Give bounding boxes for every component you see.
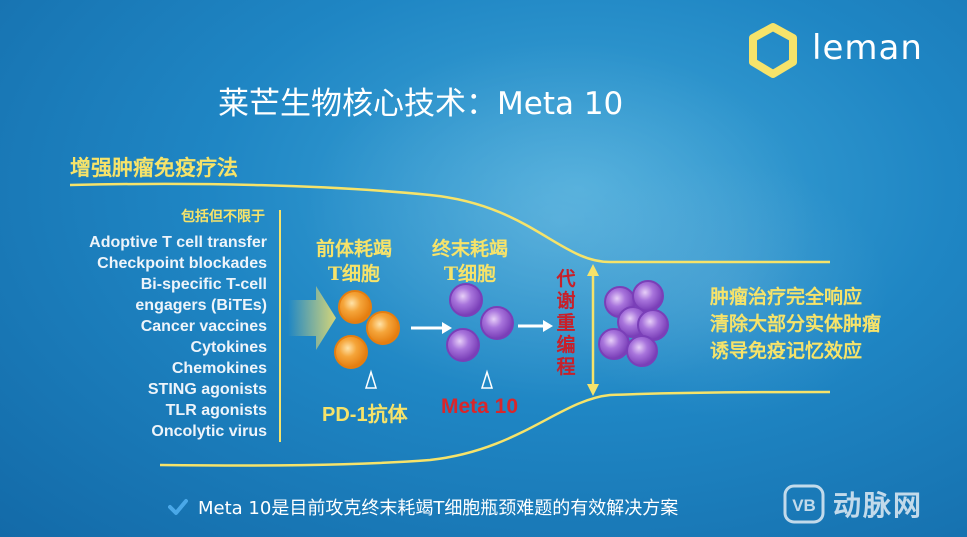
precursor-cell [334, 335, 368, 369]
leman-logo-icon [749, 23, 797, 78]
watermark-badge-text: VB [792, 496, 816, 515]
therapy-item: Chemokines [171, 360, 267, 377]
therapy-item: TLR agonists [165, 402, 267, 419]
meta10-label: Meta 10 [441, 395, 519, 418]
funnel-bottom-curve [159, 390, 831, 467]
arrow-right-icon [518, 320, 553, 332]
terminal-cells [446, 283, 514, 362]
expanded-cell-cluster [598, 280, 669, 367]
brand-name: leman [812, 28, 923, 68]
therapy-item: Adoptive T cell transfer [89, 234, 267, 251]
watermark-badge-icon: VB [783, 484, 825, 524]
therapy-list-heading: 包括但不限于 [181, 209, 265, 225]
therapy-item: Oncolytic virus [151, 423, 267, 440]
therapy-item: Cytokines [190, 339, 267, 356]
meta-pointer-icon [480, 369, 494, 389]
terminal-label-line1: 终末耗竭 [431, 238, 508, 260]
terminal-label: 终末耗竭 T细胞 [421, 237, 519, 287]
therapy-item: Cancer vaccines [140, 318, 267, 335]
arrow-right-icon [411, 322, 452, 334]
pd1-antibody-label: PD-1抗体 [322, 404, 408, 426]
section-title: 增强肿瘤免疫疗法 [70, 155, 238, 180]
precursor-cell [366, 311, 400, 345]
terminal-cell [446, 328, 480, 362]
therapy-list: 包括但不限于 Adoptive T cell transfer Checkpoi… [60, 206, 267, 442]
terminal-cell [449, 283, 483, 317]
precursor-cell [338, 290, 372, 324]
watermark-text: 动脉网 [833, 489, 924, 522]
slide-title: 莱芒生物核心技术：Meta 10 [218, 86, 624, 122]
therapy-item: engagers (BiTEs) [135, 297, 267, 314]
terminal-label-line2: T细胞 [443, 263, 497, 285]
precursor-label-line2: T细胞 [327, 263, 381, 285]
watermark: VB 动脉网 [783, 484, 923, 524]
cluster-cell [598, 328, 630, 360]
bottom-statement: Meta 10是目前攻克终末耗竭T细胞瓶颈难题的有效解决方案 [168, 492, 678, 522]
therapy-item: STING agonists [147, 381, 267, 398]
therapy-item: Checkpoint blockades [97, 255, 267, 272]
pd1-pointer-icon [364, 369, 378, 389]
outcome-list: 肿瘤治疗完全响应 清除大部分实体肿瘤 诱导免疫记忆效应 [710, 284, 881, 365]
precursor-label-line1: 前体耗竭 [315, 238, 392, 260]
therapy-item: Bi-specific T-cell [140, 276, 267, 293]
checkmark-icon [168, 499, 188, 515]
reprogramming-label: 代谢重编程 [556, 268, 576, 378]
precursor-cells [334, 290, 400, 369]
outcome-item: 清除大部分实体肿瘤 [710, 313, 882, 335]
funnel-top-curve [69, 182, 830, 264]
bottom-statement-text: Meta 10是目前攻克终末耗竭T细胞瓶颈难题的有效解决方案 [198, 498, 679, 519]
outcome-item: 肿瘤治疗完全响应 [710, 286, 863, 308]
terminal-cell [480, 306, 514, 340]
list-divider [279, 210, 281, 442]
cluster-cell [632, 280, 664, 312]
entry-arrow [288, 286, 336, 350]
precursor-label: 前体耗竭 T细胞 [305, 237, 403, 287]
reprogramming-arrow-icon [587, 264, 599, 396]
cluster-cell [626, 335, 658, 367]
outcome-item: 诱导免疫记忆效应 [710, 340, 863, 362]
